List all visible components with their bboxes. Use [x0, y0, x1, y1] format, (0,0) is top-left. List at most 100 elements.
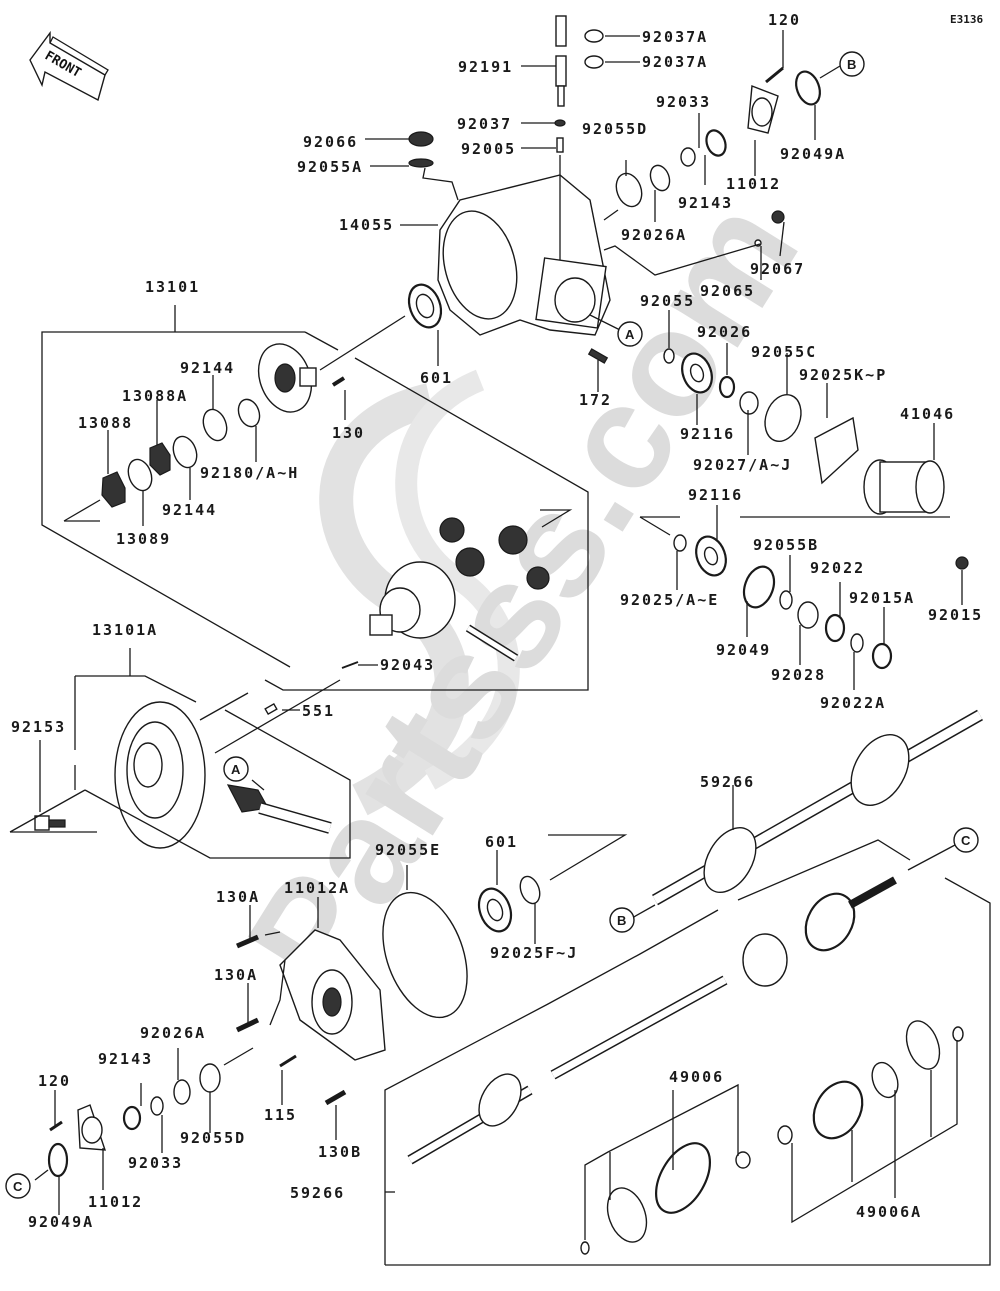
label-92055D-bottom[interactable]: 92055D	[180, 1129, 246, 1147]
label-11012A[interactable]: 11012A	[284, 879, 350, 897]
label-59266-group[interactable]: 59266	[290, 1184, 345, 1202]
label-92022A[interactable]: 92022A	[820, 694, 886, 712]
part-120-bolt-bottom[interactable]	[49, 1120, 63, 1132]
label-92033-bottom[interactable]: 92033	[128, 1154, 183, 1172]
label-13101A[interactable]: 13101A	[92, 621, 158, 639]
label-92066[interactable]: 92066	[303, 133, 358, 151]
part-92055C-oring[interactable]	[759, 390, 807, 447]
label-92015[interactable]: 92015	[928, 606, 983, 624]
label-92037[interactable]: 92037	[457, 115, 512, 133]
part-92180-shim[interactable]	[235, 396, 263, 429]
part-59266-drive-shaft[interactable]	[652, 709, 983, 906]
part-pinion-gear[interactable]	[526, 566, 550, 590]
label-92144-1[interactable]: 92144	[180, 359, 235, 377]
part-13088-nut[interactable]	[101, 471, 126, 508]
label-92153[interactable]: 92153	[11, 718, 66, 736]
label-92026A-bottom[interactable]: 92026A	[140, 1024, 206, 1042]
label-49006A[interactable]: 49006A	[856, 1203, 922, 1221]
label-92026[interactable]: 92026	[697, 323, 752, 341]
part-92055D-oring[interactable]	[612, 170, 646, 210]
part-92143-seal[interactable]	[703, 128, 729, 159]
label-92055E[interactable]: 92055E	[375, 841, 441, 859]
part-92027-shim[interactable]	[739, 391, 759, 415]
label-92049[interactable]: 92049	[716, 641, 771, 659]
part-92055D-oring-bottom[interactable]	[199, 1063, 221, 1093]
label-92143-top[interactable]: 92143	[678, 194, 733, 212]
part-92049-seal[interactable]	[739, 562, 780, 611]
part-92022-washer[interactable]	[824, 613, 846, 643]
part-92049A-seal-bottom[interactable]	[47, 1142, 69, 1178]
part-130-bolt[interactable]	[331, 376, 346, 387]
part-92067-bolt[interactable]	[771, 210, 785, 224]
label-92037A-2[interactable]: 92037A	[642, 53, 708, 71]
part-92153-bolt[interactable]	[34, 815, 66, 831]
label-92037A-1[interactable]: 92037A	[642, 28, 708, 46]
label-13088[interactable]: 13088	[78, 414, 133, 432]
part-92026A-washer-bottom[interactable]	[173, 1079, 191, 1105]
label-92026A-top[interactable]: 92026A	[621, 226, 687, 244]
label-92143-bottom[interactable]: 92143	[98, 1050, 153, 1068]
part-92033-circlip-bottom[interactable]	[150, 1096, 164, 1116]
label-120-bottom[interactable]: 120	[38, 1072, 71, 1090]
ref-marker-B-shaft[interactable]: B	[609, 907, 635, 933]
label-41046[interactable]: 41046	[900, 405, 955, 423]
part-92066-plug[interactable]	[408, 131, 434, 147]
part-551-pin[interactable]	[264, 702, 278, 716]
part-49006A-band-large[interactable]	[900, 1016, 945, 1073]
part-92116-bearing-1[interactable]	[677, 349, 717, 396]
label-92065[interactable]: 92065	[700, 282, 755, 300]
part-92025FJ-shim[interactable]	[517, 874, 543, 906]
part-92033-circlip[interactable]	[680, 147, 696, 167]
part-49006-band-small-2[interactable]	[735, 1151, 751, 1169]
label-11012-bottom[interactable]: 11012	[88, 1193, 143, 1211]
label-92043[interactable]: 92043	[380, 656, 435, 674]
label-92027[interactable]: 92027/A~J	[693, 456, 792, 474]
part-differential-case[interactable]	[369, 561, 456, 639]
part-49006-band-large[interactable]	[601, 1183, 654, 1248]
label-92116-1[interactable]: 92116	[680, 425, 735, 443]
part-49006-band-small-1[interactable]	[580, 1241, 590, 1255]
part-92144-shim-1[interactable]	[199, 406, 231, 444]
label-601-bottom[interactable]: 601	[485, 833, 518, 851]
label-92116-2[interactable]: 92116	[688, 486, 743, 504]
part-side-gear-3[interactable]	[498, 525, 528, 555]
part-130B-bolt[interactable]	[324, 1089, 347, 1106]
part-49006-boot[interactable]	[645, 1134, 721, 1222]
label-601-top[interactable]: 601	[420, 369, 453, 387]
label-130B[interactable]: 130B	[318, 1143, 362, 1161]
part-drive-pinion[interactable]	[226, 784, 332, 834]
part-49006A-band-small-1[interactable]	[777, 1125, 793, 1145]
part-41046-housing[interactable]	[863, 459, 945, 515]
part-172-stud[interactable]	[587, 348, 609, 364]
part-92026-collar[interactable]	[718, 375, 736, 399]
part-92025AE-shim[interactable]	[673, 534, 687, 552]
part-92037-clip[interactable]	[554, 119, 566, 127]
part-120-bolt[interactable]	[765, 66, 784, 84]
label-92144-2[interactable]: 92144	[162, 501, 217, 519]
label-13089[interactable]: 13089	[116, 530, 171, 548]
part-differential-flange[interactable]	[250, 337, 321, 420]
label-92025AE[interactable]: 92025/A~E	[620, 591, 719, 609]
label-130[interactable]: 130	[332, 424, 365, 442]
part-92055A-oring[interactable]	[408, 158, 434, 168]
label-130A-2[interactable]: 130A	[214, 966, 258, 984]
part-49006A-band-medium[interactable]	[868, 1059, 903, 1101]
label-92055B[interactable]: 92055B	[753, 536, 819, 554]
part-49006A-band-small-2[interactable]	[952, 1026, 964, 1042]
part-59266-shaft-assy[interactable]	[407, 876, 897, 1165]
part-92055B-oring[interactable]	[779, 590, 793, 610]
ref-marker-A-housing[interactable]: A	[617, 321, 643, 347]
part-49006A-boot[interactable]	[804, 1073, 872, 1147]
label-92033-top[interactable]: 92033	[656, 93, 711, 111]
label-92055D-top[interactable]: 92055D	[582, 120, 648, 138]
label-13088A[interactable]: 13088A	[122, 387, 188, 405]
part-side-gear-2[interactable]	[455, 547, 485, 577]
part-side-gear-1[interactable]	[439, 517, 465, 543]
label-130A-1[interactable]: 130A	[216, 888, 260, 906]
ref-marker-A-gear[interactable]: A	[223, 756, 249, 782]
ref-marker-C-shaft[interactable]: C	[953, 827, 979, 853]
part-14055-housing[interactable]	[432, 174, 611, 336]
label-92191[interactable]: 92191	[458, 58, 513, 76]
label-172[interactable]: 172	[579, 391, 612, 409]
part-92022A-washer[interactable]	[850, 633, 864, 653]
